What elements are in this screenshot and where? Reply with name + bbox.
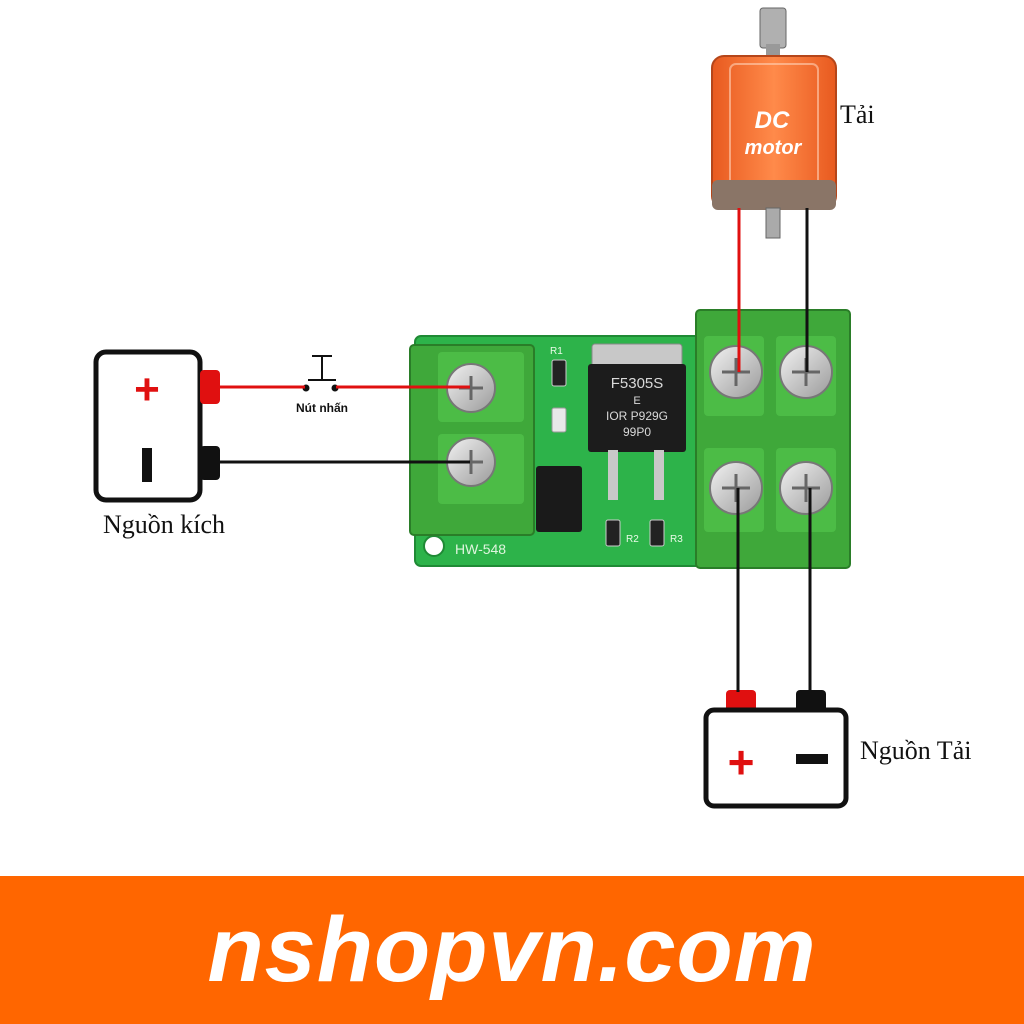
trigger-battery: + <box>93 349 220 503</box>
board-name: HW-548 <box>455 541 506 557</box>
resistor-r1 <box>551 359 567 387</box>
motor-label-line2: motor <box>745 137 803 159</box>
load-battery-plus-symbol: + <box>728 736 755 788</box>
motor-label-line1: DC <box>755 107 790 134</box>
input-terminal-block <box>409 344 535 536</box>
label-r3: R3 <box>670 534 683 545</box>
load-battery-minus-symbol <box>796 754 828 764</box>
trigger-source-label: Nguồn kích <box>103 510 226 539</box>
trigger-battery-plus-symbol: + <box>134 365 160 414</box>
wires <box>220 208 812 692</box>
mosfet-text-4: 99P0 <box>623 425 651 439</box>
push-button-label: Nút nhấn <box>296 401 348 415</box>
load-label: Tải <box>840 100 875 129</box>
load-battery: + <box>703 690 849 809</box>
mosfet-text-1: F5305S <box>611 375 664 392</box>
resistor-r3 <box>649 519 665 547</box>
mosfet-text-3: IOR P929G <box>606 409 668 423</box>
led <box>551 407 567 433</box>
trigger-battery-positive-terminal <box>200 370 220 404</box>
output-terminal-block <box>695 309 851 569</box>
push-button <box>302 355 339 392</box>
mosfet-text-2: E <box>633 395 640 407</box>
optocoupler <box>536 466 582 532</box>
trigger-battery-minus-symbol <box>142 448 152 482</box>
load-source-label: Nguồn Tải <box>860 736 972 765</box>
label-r1: R1 <box>550 346 563 357</box>
mounting-hole <box>423 535 445 557</box>
footer-banner: nshopvn.com <box>0 876 1024 1024</box>
trigger-battery-negative-terminal <box>200 446 220 480</box>
brand-logo-text[interactable]: nshopvn.com <box>207 899 817 1001</box>
dc-motor: DC motor <box>711 7 837 239</box>
label-r2: R2 <box>626 534 639 545</box>
resistor-r2 <box>605 519 621 547</box>
